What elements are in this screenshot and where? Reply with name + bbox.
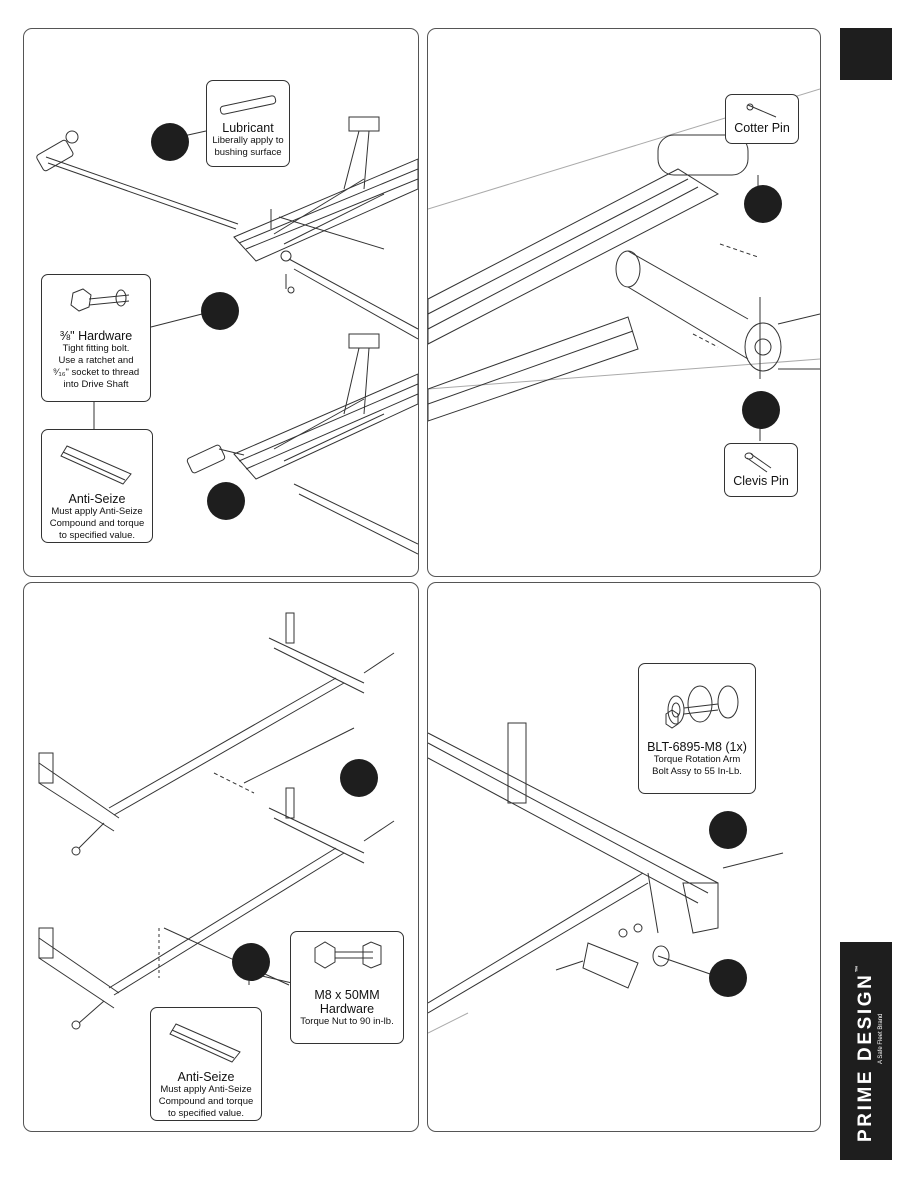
clevis-pin-icon xyxy=(744,452,772,473)
step-marker xyxy=(709,811,747,849)
m8-hardware-callout: M8 x 50MM Hardware Torque Nut to 90 in-l… xyxy=(290,931,404,1044)
brand-tagline: A Safe Fleet Brand xyxy=(878,1013,884,1064)
step-marker xyxy=(201,292,239,330)
blt-title: BLT-6895-M8 (1x) xyxy=(647,740,747,754)
lubricant-callout: Lubricant Liberally apply to bushing sur… xyxy=(206,80,290,167)
antiseize-callout: Anti-Seize Must apply Anti-Seize Compoun… xyxy=(41,429,153,543)
step-marker xyxy=(151,123,189,161)
antiseize-title: Anti-Seize xyxy=(68,492,126,506)
brand-bar: PRIME DESIGN™ A Safe Fleet Brand xyxy=(840,942,892,1160)
panel-step-3: M8 x 50MM Hardware Torque Nut to 90 in-l… xyxy=(23,582,419,1132)
rack-drive-shaft-illustration xyxy=(36,116,418,555)
m8-title-2: Hardware xyxy=(319,1002,375,1016)
blt-line-2: Bolt Assy to 55 In-Lb. xyxy=(652,766,742,777)
antiseize-callout-2: Anti-Seize Must apply Anti-Seize Compoun… xyxy=(150,1007,262,1121)
antiseize-title-2: Anti-Seize xyxy=(177,1070,235,1084)
cotter-pin-icon xyxy=(746,103,777,118)
anti-seize-tube-icon xyxy=(169,1023,241,1063)
clevis-pin-title: Clevis Pin xyxy=(733,474,789,488)
panel-step-2: Cotter Pin Clevis Pin xyxy=(427,28,821,577)
antiseize-line-3: to specified value. xyxy=(58,530,136,541)
step-marker xyxy=(340,759,378,797)
anti-seize-tube-icon xyxy=(60,445,132,485)
antiseize-2-line-2: Compound and torque xyxy=(158,1096,254,1107)
panel-step-1: Lubricant Liberally apply to bushing sur… xyxy=(23,28,419,577)
m8-bolt-icon xyxy=(314,941,382,969)
brand-logo: PRIME DESIGN™ xyxy=(855,962,876,1142)
m8-title: M8 x 50MM xyxy=(314,988,380,1002)
hardware-callout: ⅜" Hardware Tight fitting bolt. Use a ra… xyxy=(41,274,151,402)
lubricant-line-1: Liberally apply to xyxy=(212,135,284,146)
step-marker xyxy=(232,943,270,981)
rack-crossbar-illustration xyxy=(38,612,395,1030)
cotter-pin-title: Cotter Pin xyxy=(734,121,790,135)
antiseize-line-2: Compound and torque xyxy=(49,518,145,529)
blt-line-1: Torque Rotation Arm xyxy=(653,754,741,765)
clevis-pin-callout: Clevis Pin xyxy=(724,443,798,497)
hardware-line-3: ⁹⁄₁₆" socket to thread xyxy=(52,367,140,378)
step-marker xyxy=(207,482,245,520)
hardware-line-1: Tight fitting bolt. xyxy=(62,343,130,354)
rotation-arm-bolt-icon xyxy=(665,685,739,729)
antiseize-2-line-1: Must apply Anti-Seize xyxy=(160,1084,252,1095)
rotation-arm-illustration xyxy=(428,722,784,1034)
hardware-title: ⅜" Hardware xyxy=(59,329,133,343)
lubricant-title: Lubricant xyxy=(222,121,274,135)
antiseize-line-1: Must apply Anti-Seize xyxy=(51,506,143,517)
section-tab xyxy=(840,28,892,80)
bolt-icon xyxy=(70,288,130,312)
step-marker xyxy=(744,185,782,223)
step-marker xyxy=(742,391,780,429)
m8-line-1: Torque Nut to 90 in-lb. xyxy=(300,1016,394,1027)
cotter-pin-callout: Cotter Pin xyxy=(725,94,799,144)
step-marker xyxy=(709,959,747,997)
panel-step-4: BLT-6895-M8 (1x) Torque Rotation Arm Bol… xyxy=(427,582,821,1132)
antiseize-2-line-3: to specified value. xyxy=(167,1108,245,1119)
lubricant-tube-icon xyxy=(219,95,277,115)
blt-callout: BLT-6895-M8 (1x) Torque Rotation Arm Bol… xyxy=(638,663,756,794)
hardware-line-4: into Drive Shaft xyxy=(63,379,129,390)
hardware-line-2: Use a ratchet and xyxy=(58,355,134,366)
lubricant-line-2: bushing surface xyxy=(214,147,282,158)
